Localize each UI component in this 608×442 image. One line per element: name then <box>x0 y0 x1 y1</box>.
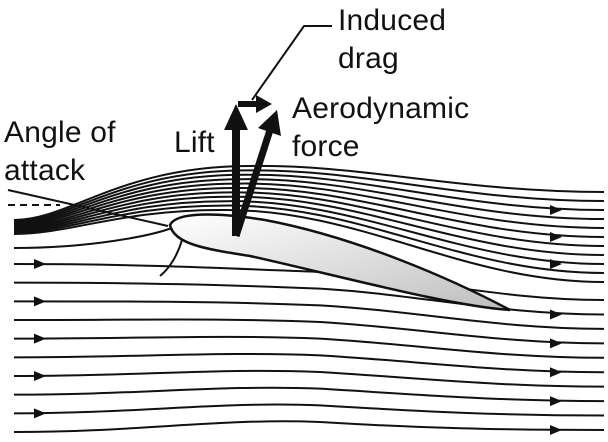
induced-drag-label-line2: drag <box>338 42 399 75</box>
flow-arrowhead <box>34 259 46 269</box>
aerodynamic-force-label-line1: Aerodynamic <box>292 92 470 125</box>
streamline-lower <box>13 335 605 359</box>
aerodynamic-force-label-line2: force <box>292 130 360 163</box>
flow-arrowhead <box>34 333 46 344</box>
flow-arrowhead <box>550 205 562 215</box>
flow-arrowhead <box>550 309 562 320</box>
streamline-upper <box>13 169 605 223</box>
flow-arrowhead <box>550 396 562 407</box>
angle-of-attack-chord-line <box>7 189 169 227</box>
streamline-lower <box>13 300 605 330</box>
streamline-upper <box>13 195 605 256</box>
lift-arrow <box>224 104 248 236</box>
flow-arrowhead <box>34 222 46 232</box>
streamlines <box>13 164 605 433</box>
aerodynamic-force-arrow <box>232 110 281 238</box>
induced-drag-label-line1: Induced <box>338 4 447 37</box>
streamline-lower <box>13 420 605 433</box>
streamline-lower <box>13 318 605 345</box>
streamline-upper <box>13 178 605 226</box>
lift-label: Lift <box>174 126 215 159</box>
streamline-upper <box>13 208 605 283</box>
flow-arrowhead <box>550 338 562 349</box>
flow-arrowhead <box>34 296 46 307</box>
angle-of-attack-label-line1: Angle of <box>4 116 116 149</box>
stagnation-curl <box>159 239 183 277</box>
flow-arrowhead <box>34 408 46 419</box>
flow-arrowheads <box>34 205 562 435</box>
flow-arrowhead <box>550 425 562 435</box>
induced-drag-leader-line <box>251 25 332 101</box>
streamline-lower <box>13 369 605 388</box>
streamline-upper <box>13 204 605 274</box>
induced-drag-arrow <box>238 95 272 113</box>
streamline-lower <box>13 403 605 417</box>
streamline-lower <box>13 352 605 374</box>
streamline-upper <box>13 173 605 224</box>
angle-of-attack-label-line2: attack <box>4 154 86 187</box>
flow-arrowhead <box>550 232 562 242</box>
streamline-lower <box>13 386 605 403</box>
streamline-upper <box>13 164 605 221</box>
flow-arrowhead <box>550 259 562 269</box>
streamline-upper <box>13 200 605 265</box>
stagnation-streamline <box>13 227 173 249</box>
flow-arrowhead <box>550 367 562 378</box>
streamline-lower <box>13 281 605 316</box>
flow-arrowhead <box>34 371 46 381</box>
